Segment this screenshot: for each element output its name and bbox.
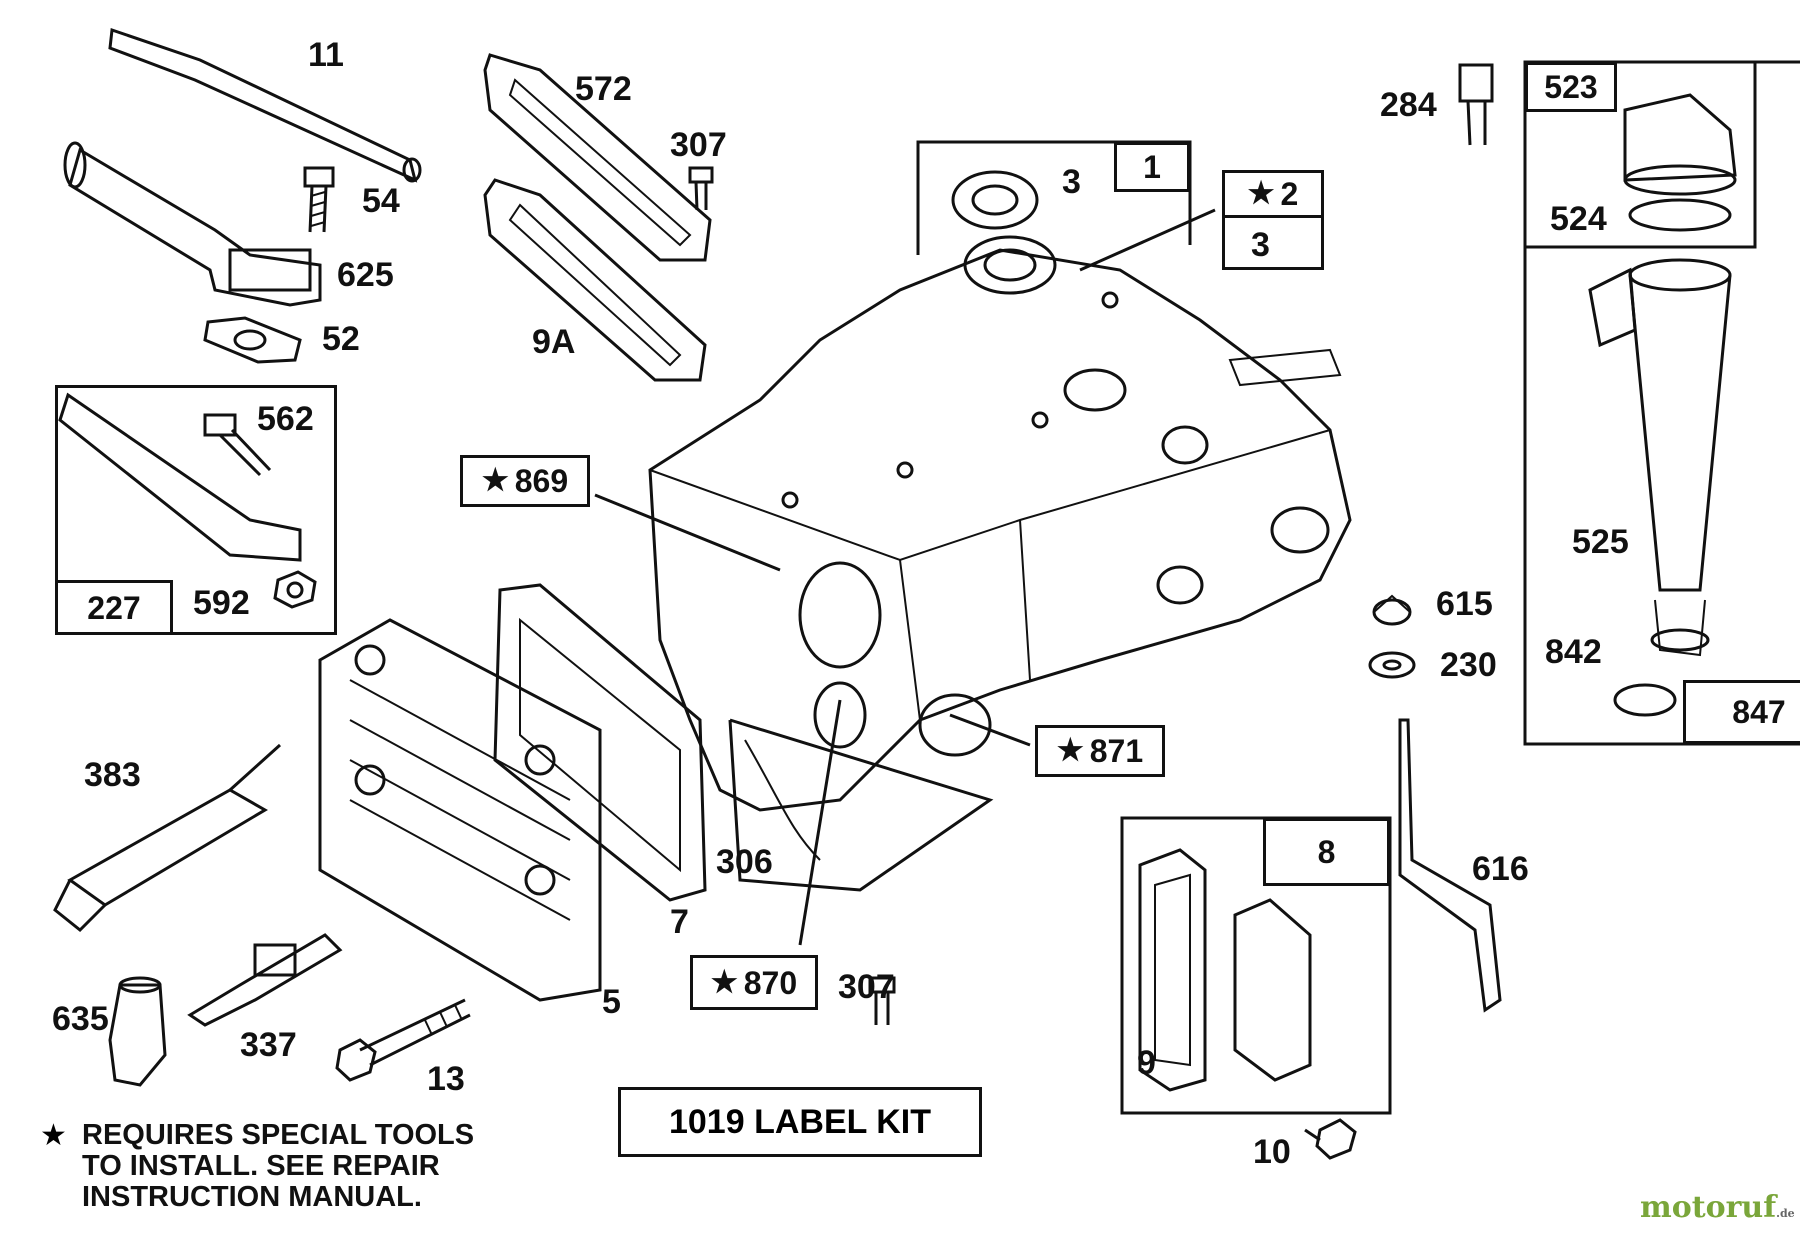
star-icon: ★ [1247, 177, 1275, 210]
label-284: 284 [1380, 86, 1437, 124]
star-icon: ★ [481, 464, 509, 497]
label-525: 525 [1572, 523, 1629, 561]
part-54-bolt [303, 166, 335, 233]
label-7: 7 [670, 903, 689, 941]
box-227: 227 [55, 580, 173, 635]
label-3-kit: 3 [1251, 226, 1270, 264]
box-8: 8 [1263, 818, 1390, 886]
label-54: 54 [362, 182, 400, 220]
label-13: 13 [427, 1060, 465, 1098]
part-9a-gasket [483, 178, 707, 382]
part-breather-cover [1233, 898, 1312, 1082]
label-625: 625 [337, 256, 394, 294]
box-2: ★2 [1222, 170, 1324, 218]
part-306-gasket [728, 718, 994, 892]
box-1: 1 [1114, 142, 1190, 192]
label-3-seal: 3 [1062, 163, 1081, 201]
part-383-breather [53, 743, 282, 933]
part-10-screw [1304, 1118, 1357, 1160]
label-562: 562 [257, 400, 314, 438]
breather-kit-frame [1120, 816, 1392, 1115]
watermark-logo: motoruf.de [1640, 1190, 1795, 1225]
label-9: 9 [1137, 1044, 1156, 1082]
special-tools-note: REQUIRES SPECIAL TOOLS TO INSTALL. SEE R… [40, 1120, 474, 1213]
crankcase-block [648, 235, 1352, 812]
oil-cap-frame [1523, 60, 1757, 249]
label-635: 635 [52, 1000, 109, 1038]
label-383: 383 [84, 756, 141, 794]
part-635-elbow [108, 976, 167, 1087]
part-230-washer [1368, 651, 1416, 679]
part-5-cylinder-head [318, 618, 602, 1002]
label-11: 11 [308, 36, 344, 74]
part-9-gasket [1138, 848, 1207, 1092]
label-10: 10 [1253, 1133, 1291, 1171]
box-2-label: 2 [1280, 176, 1299, 212]
part-307-bolt-top [688, 166, 714, 211]
label-9a: 9A [532, 323, 576, 361]
label-230: 230 [1440, 646, 1497, 684]
note-line-2: TO INSTALL. SEE REPAIR [82, 1150, 440, 1182]
footnote-star-icon: ★ [40, 1118, 67, 1153]
box-871: ★871 [1035, 725, 1165, 777]
part-307-bolt-bottom [868, 976, 896, 1025]
label-592: 592 [193, 584, 250, 622]
part-615-seal [1372, 594, 1412, 626]
box-3-frame [1222, 218, 1324, 270]
crankcase-kit-bracket [916, 140, 1192, 255]
box-871-label: 871 [1089, 733, 1144, 769]
bracket-kit-frame [55, 385, 337, 635]
label-616: 616 [1472, 850, 1529, 888]
label-5: 5 [602, 983, 621, 1021]
label-524: 524 [1550, 200, 1607, 238]
part-bracket [58, 392, 317, 609]
box-523: 523 [1525, 62, 1617, 112]
part-616-dipstick [1398, 718, 1502, 1013]
part-525-tube [1588, 258, 1732, 717]
logo-sub: .de [1776, 1207, 1795, 1220]
label-307-bottom: 307 [838, 968, 895, 1006]
label-842: 842 [1545, 633, 1602, 671]
label-615: 615 [1436, 585, 1493, 623]
part-625-elbow [63, 141, 322, 307]
star-icon: ★ [710, 965, 738, 999]
box-847: 847 [1683, 680, 1800, 744]
label-306: 306 [716, 843, 773, 881]
label-kit-box: 1019 LABEL KIT [618, 1087, 982, 1157]
label-337: 337 [240, 1026, 297, 1064]
label-572: 572 [575, 70, 632, 108]
star-icon: ★ [1056, 734, 1084, 767]
part-52-gasket [203, 316, 302, 364]
box-869-label: 869 [514, 463, 569, 499]
note-line-3: INSTRUCTION MANUAL. [82, 1181, 422, 1213]
logo-main: motoruf [1640, 1190, 1777, 1225]
part-13-bolt [335, 998, 471, 1082]
part-337-spark-plug [187, 933, 343, 1027]
part-11-tube [108, 27, 422, 183]
label-307-top: 307 [670, 126, 727, 164]
box-870: ★870 [690, 955, 818, 1010]
box-869: ★869 [460, 455, 590, 507]
part-oil-cap [1623, 93, 1737, 232]
leader-lines [594, 208, 1216, 946]
part-3-seal [951, 170, 1039, 230]
part-572-gasket [483, 53, 712, 262]
part-284-bolt [1458, 63, 1494, 146]
box-870-label: 870 [743, 964, 798, 1001]
label-52: 52 [322, 320, 360, 358]
note-line-1: REQUIRES SPECIAL TOOLS [82, 1119, 475, 1151]
